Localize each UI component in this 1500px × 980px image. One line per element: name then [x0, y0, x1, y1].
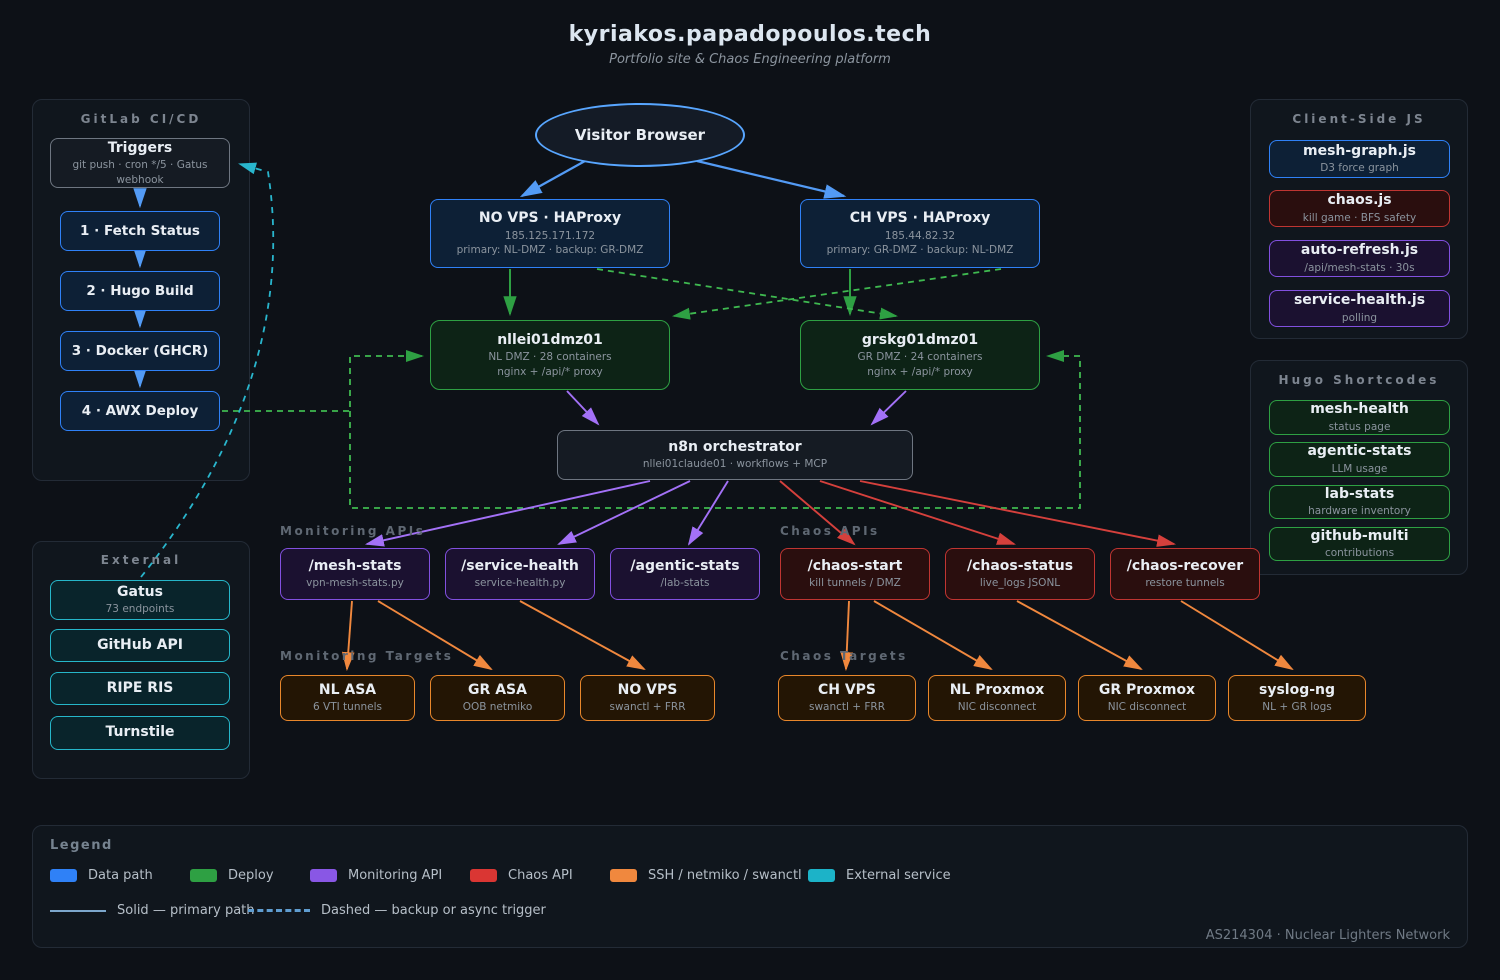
pipeline-step-awx-deploy: 4 · AWX Deploy: [60, 391, 220, 431]
node-nllei01dmz01: nllei01dmz01 NL DMZ · 28 containers ngin…: [430, 320, 670, 390]
node-mesh-health: mesh-health status page: [1269, 400, 1450, 435]
hugo-panel-title: Hugo Shortcodes: [1278, 373, 1440, 387]
legend-data-path: Data path: [50, 868, 153, 883]
node-nl-asa: NL ASA 6 VTI tunnels: [280, 675, 415, 721]
monitoring-api-swatch: [310, 869, 337, 882]
node-github-api: GitHub API: [50, 629, 230, 662]
chaos-targets-label: Chaos Targets: [780, 649, 908, 663]
gitlab-panel-title: GitLab CI/CD: [80, 112, 202, 126]
node-visitor-browser: Visitor Browser: [535, 103, 745, 167]
node-ripe-ris: RIPE RIS: [50, 672, 230, 705]
node-syslog-ng: syslog-ng NL + GR logs: [1228, 675, 1366, 721]
node-agentic-stats-shortcode: agentic-stats LLM usage: [1269, 442, 1450, 477]
client-js-panel-title: Client-Side JS: [1292, 112, 1426, 126]
node-chaos-start-api: /chaos-start kill tunnels / DMZ: [780, 548, 930, 600]
monitoring-apis-label: Monitoring APIs: [280, 524, 426, 538]
chaos-apis-label: Chaos APIs: [780, 524, 880, 538]
footer-attribution: AS214304 · Nuclear Lighters Network: [1205, 928, 1450, 943]
pipeline-step-hugo-build: 2 · Hugo Build: [60, 271, 220, 311]
node-service-health-js: service-health.js polling: [1269, 290, 1450, 327]
node-nl-proxmox: NL Proxmox NIC disconnect: [928, 675, 1066, 721]
node-gatus: Gatus 73 endpoints: [50, 580, 230, 620]
node-chaos-js: chaos.js kill game · BFS safety: [1269, 190, 1450, 227]
node-grskg01dmz01: grskg01dmz01 GR DMZ · 24 containers ngin…: [800, 320, 1040, 390]
node-chaos-status-api: /chaos-status live_logs JSONL: [945, 548, 1095, 600]
node-github-multi: github-multi contributions: [1269, 527, 1450, 561]
node-mesh-graph-js: mesh-graph.js D3 force graph: [1269, 140, 1450, 178]
node-n8n-orchestrator: n8n orchestrator nllei01claude01 · workf…: [557, 430, 913, 480]
dashed-line-sample: [248, 909, 310, 912]
legend-dashed-line: Dashed — backup or async trigger: [248, 903, 546, 918]
legend-ssh: SSH / netmiko / swanctl: [610, 868, 802, 883]
legend-panel: [32, 825, 1468, 948]
external-service-swatch: [808, 869, 835, 882]
node-gr-proxmox: GR Proxmox NIC disconnect: [1078, 675, 1216, 721]
node-chaos-recover-api: /chaos-recover restore tunnels: [1110, 548, 1260, 600]
node-auto-refresh-js: auto-refresh.js /api/mesh-stats · 30s: [1269, 240, 1450, 277]
page-subtitle: Portfolio site & Chaos Engineering platf…: [609, 52, 891, 67]
legend-chaos-api: Chaos API: [470, 868, 573, 883]
ssh-swatch: [610, 869, 637, 882]
pipeline-step-docker-ghcr: 3 · Docker (GHCR): [60, 331, 220, 371]
legend-title: Legend: [50, 838, 113, 853]
node-ch-vps-haproxy: CH VPS · HAProxy 185.44.82.32 primary: G…: [800, 199, 1040, 268]
legend-solid-line: Solid — primary path: [50, 903, 255, 918]
node-lab-stats: lab-stats hardware inventory: [1269, 485, 1450, 519]
monitoring-targets-label: Monitoring Targets: [280, 649, 454, 663]
node-no-vps-target: NO VPS swanctl + FRR: [580, 675, 715, 721]
page-title: kyriakos.papadopoulos.tech: [568, 22, 932, 47]
legend-external-service: External service: [808, 868, 951, 883]
chaos-api-swatch: [470, 869, 497, 882]
node-gr-asa: GR ASA OOB netmiko: [430, 675, 565, 721]
solid-line-sample: [50, 909, 106, 912]
node-agentic-stats-api: /agentic-stats /lab-stats: [610, 548, 760, 600]
pipeline-step-fetch-status: 1 · Fetch Status: [60, 211, 220, 251]
deploy-swatch: [190, 869, 217, 882]
node-mesh-stats-api: /mesh-stats vpn-mesh-stats.py: [280, 548, 430, 600]
node-service-health-api: /service-health service-health.py: [445, 548, 595, 600]
node-no-vps-haproxy: NO VPS · HAProxy 185.125.171.172 primary…: [430, 199, 670, 268]
data-path-swatch: [50, 869, 77, 882]
node-ch-vps-target: CH VPS swanctl + FRR: [778, 675, 916, 721]
node-triggers: Triggers git push · cron */5 · Gatus web…: [50, 138, 230, 188]
node-turnstile: Turnstile: [50, 716, 230, 750]
legend-deploy: Deploy: [190, 868, 274, 883]
legend-monitoring-api: Monitoring API: [310, 868, 442, 883]
external-panel-title: External: [100, 553, 182, 567]
